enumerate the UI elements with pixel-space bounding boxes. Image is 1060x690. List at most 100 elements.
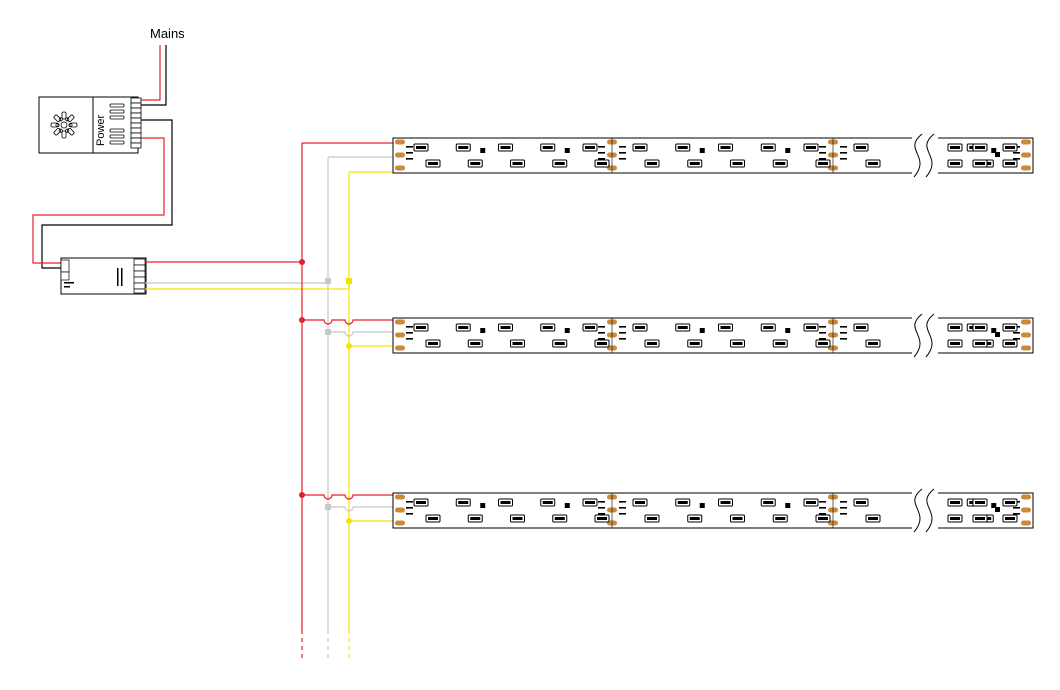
pad-marking — [619, 146, 626, 148]
led-chip-emitter — [732, 342, 743, 345]
solder-pad — [1021, 345, 1031, 351]
positive-branch — [302, 494, 395, 500]
led-chip-emitter — [1005, 501, 1015, 504]
led-chip-emitter — [458, 501, 469, 504]
pad-marking — [598, 332, 605, 334]
led-chip-emitter — [542, 146, 553, 149]
led-chip-emitter — [470, 162, 481, 165]
positive-junction — [299, 259, 305, 265]
pad-marking — [819, 158, 826, 160]
resistor — [564, 503, 570, 508]
solder-pad-group — [1013, 494, 1031, 526]
psu-terminal-block — [130, 97, 142, 149]
pad-marking — [1013, 152, 1020, 154]
led-chip-emitter — [975, 342, 985, 345]
solder-pad — [1021, 139, 1031, 145]
fan-hole — [68, 123, 73, 127]
vertical-bus — [299, 142, 395, 660]
led-chip-emitter — [856, 326, 866, 329]
led-chip-emitter — [763, 326, 774, 329]
led-chip-emitter — [775, 517, 786, 520]
mains-label: Mains — [150, 26, 185, 41]
pad-marking — [840, 507, 847, 509]
led-chip-emitter — [806, 326, 816, 329]
solder-pad-group — [598, 493, 626, 528]
resistor — [699, 148, 705, 153]
pad-marking — [819, 326, 826, 328]
solder-pad — [1021, 332, 1031, 338]
pad-marking — [1013, 332, 1020, 334]
led-chip-emitter — [635, 501, 645, 504]
resistor — [564, 148, 570, 153]
led-chip-emitter — [512, 162, 523, 165]
led-chip-emitter — [720, 146, 731, 149]
fan-hole — [65, 117, 70, 122]
led-chip-emitter — [720, 326, 731, 329]
pad-marking — [840, 158, 847, 160]
pad-marking — [819, 507, 826, 509]
led-chip-emitter — [975, 501, 985, 504]
controller-terminal-block — [133, 258, 146, 294]
solder-pad — [395, 152, 405, 158]
solder-pad — [1021, 520, 1031, 526]
solder-pad-group — [395, 319, 413, 351]
pad-marking — [619, 158, 626, 160]
solder-pad-group — [819, 318, 847, 353]
led-chip-emitter — [597, 342, 607, 345]
pad-marking — [598, 146, 605, 148]
pad-marking — [406, 332, 413, 334]
led-chip-emitter — [512, 342, 523, 345]
fan-hole — [65, 128, 70, 133]
white-branch — [328, 331, 395, 337]
fan-blade — [50, 122, 59, 128]
pad-marking — [819, 152, 826, 154]
resistor — [480, 148, 486, 153]
led-chip-emitter — [635, 326, 645, 329]
mains-feed-wires — [138, 45, 167, 106]
led-chip-emitter — [806, 146, 816, 149]
pad-marking — [840, 338, 847, 340]
led-chip-emitter — [950, 162, 960, 165]
led-chip-emitter — [416, 501, 426, 504]
led-chip-emitter — [950, 342, 960, 345]
solder-pad — [395, 507, 405, 513]
resistor — [480, 503, 486, 508]
pad-marking — [598, 152, 605, 154]
led-chip-emitter — [597, 162, 607, 165]
resistor — [991, 148, 997, 153]
led-chip-emitter — [1005, 162, 1015, 165]
pad-marking — [1013, 338, 1020, 340]
led-chip-emitter — [975, 162, 985, 165]
led-chip-emitter — [975, 146, 985, 149]
led-chip-emitter — [856, 146, 866, 149]
led-chip-emitter — [585, 326, 595, 329]
solder-pad — [395, 165, 405, 171]
break-line — [925, 313, 935, 358]
fan-hole — [58, 128, 63, 133]
solder-pad-group — [1013, 319, 1031, 351]
positive-branch — [302, 319, 395, 325]
led-chip-emitter — [585, 146, 595, 149]
break-gap — [912, 136, 938, 175]
fan-blade — [61, 130, 67, 139]
pad-marking — [840, 332, 847, 334]
pad-marking — [406, 326, 413, 328]
led-chip-emitter — [868, 342, 878, 345]
resistor — [785, 328, 791, 333]
solder-pad — [1021, 152, 1031, 158]
led-chip-emitter — [763, 501, 774, 504]
fan-icon — [50, 111, 78, 139]
led-chip-emitter — [416, 146, 426, 149]
led-chip-emitter — [868, 162, 878, 165]
led-chip-emitter — [500, 146, 511, 149]
led-chip-emitter — [554, 517, 565, 520]
solder-pad-group — [395, 139, 413, 171]
pad-marking — [1013, 158, 1020, 160]
break-line — [925, 488, 935, 533]
led-strips — [392, 133, 1034, 533]
solder-pad-group — [819, 138, 847, 173]
fan-hole — [55, 123, 60, 127]
solder-pad — [395, 332, 405, 338]
